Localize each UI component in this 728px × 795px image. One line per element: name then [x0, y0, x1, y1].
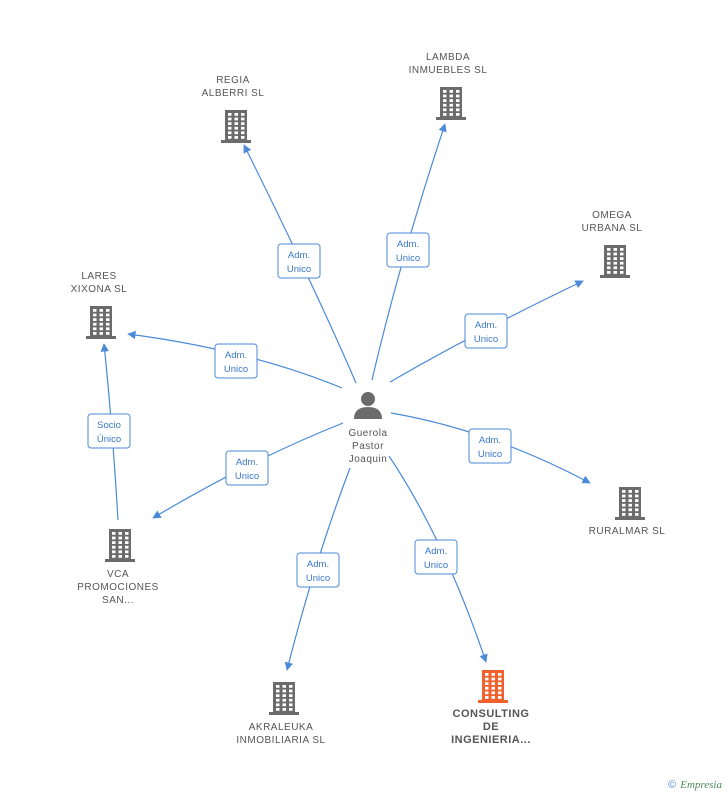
node-lares[interactable]: LARES XIXONA SL — [71, 271, 128, 339]
edge-label-box — [225, 450, 269, 486]
edge-label-box — [468, 428, 512, 464]
edge-label-text: Adm. — [397, 239, 419, 250]
building-icon — [436, 87, 466, 120]
node-regia[interactable]: REGIA ALBERRI SL — [202, 75, 265, 143]
node-label-line: Guerola — [348, 428, 387, 439]
node-vca[interactable]: VCA PROMOCIONES SAN... — [77, 529, 159, 606]
node-label-line: Pastor — [352, 441, 384, 452]
edge-label-text: Adm. — [225, 350, 247, 361]
edge-label-text: Unico — [306, 573, 330, 584]
node-lambda[interactable]: LAMBDA INMUEBLES SL — [409, 52, 488, 120]
edge-label-text: Unico — [224, 364, 248, 375]
building-icon — [221, 110, 251, 143]
node-label-line: PROMOCIONES — [77, 582, 159, 593]
node-label-line: SAN... — [102, 595, 134, 606]
edge-label-akraleuka[interactable]: Adm. Unico — [296, 552, 340, 588]
edge-label-box — [296, 552, 340, 588]
edge-label-text: Socio — [97, 420, 121, 431]
edge-label-text: Adm. — [236, 457, 258, 468]
edge-label-lares[interactable]: Adm. Unico — [214, 343, 258, 379]
node-label-line: INGENIERIA... — [451, 734, 531, 746]
edge-label-text: Unico — [474, 334, 498, 345]
person-icon — [354, 392, 382, 419]
edge-label-text: Unico — [235, 471, 259, 482]
node-ruralmar[interactable]: RURALMAR SL — [589, 487, 666, 537]
edge-label-box — [87, 413, 131, 449]
edges-layer: Adm.UnicoAdm.UnicoAdm.UnicoAdm.UnicoAdm.… — [87, 123, 591, 671]
edge-label-text: Adm. — [479, 435, 501, 446]
node-label-line: VCA — [107, 569, 129, 580]
building-icon — [600, 245, 630, 278]
building-icon — [86, 306, 116, 339]
node-label-line: Joaquin — [349, 454, 388, 465]
node-label-line: XIXONA SL — [71, 284, 128, 295]
edge-label-text: Adm. — [425, 546, 447, 557]
building-icon — [478, 670, 508, 703]
building-icon — [105, 529, 135, 562]
edge-label-text: Adm. — [307, 559, 329, 570]
node-label-line: AKRALEUKA — [249, 722, 314, 733]
building-icon — [615, 487, 645, 520]
node-akraleuka[interactable]: AKRALEUKA INMOBILIARIA SL — [236, 682, 325, 746]
edge-label-ruralmar[interactable]: Adm. Unico — [468, 428, 512, 464]
node-label-line: URBANA SL — [582, 223, 643, 234]
node-label-line: LARES — [81, 271, 116, 282]
edge-label-box — [414, 539, 458, 575]
edge-label-text: Adm. — [475, 320, 497, 331]
brand-name: Empresia — [680, 779, 722, 791]
edge-label-text: Único — [97, 434, 121, 445]
edge-label-vca[interactable]: Adm. Unico — [225, 450, 269, 486]
node-label-line: CONSULTING — [453, 708, 530, 720]
edge-label-text: Unico — [396, 253, 420, 264]
edge-label-box — [277, 243, 321, 279]
edge-label-text: Unico — [287, 264, 311, 275]
edge-label-regia[interactable]: Adm. Unico — [277, 243, 321, 279]
edge-label-lambda[interactable]: Adm. Unico — [386, 232, 430, 268]
node-label-line: REGIA — [216, 75, 250, 86]
edge-label-box — [214, 343, 258, 379]
node-label-line: RURALMAR SL — [589, 526, 666, 537]
node-omega[interactable]: OMEGA URBANA SL — [582, 210, 643, 278]
node-label-line: LAMBDA — [426, 52, 470, 63]
edge-label-text: Unico — [424, 560, 448, 571]
edge-label-box — [464, 313, 508, 349]
footer-brand[interactable]: ©Empresia — [668, 779, 722, 791]
node-label-line: OMEGA — [592, 210, 632, 221]
node-label-line: INMOBILIARIA SL — [236, 735, 325, 746]
node-label-line: ALBERRI SL — [202, 88, 265, 99]
building-icon — [269, 682, 299, 715]
edge-label-consulting[interactable]: Adm. Unico — [414, 539, 458, 575]
node-label-line: DE — [483, 721, 499, 733]
node-label-line: INMUEBLES SL — [409, 65, 488, 76]
edge-label-text: Adm. — [288, 250, 310, 261]
edge-label-omega[interactable]: Adm. Unico — [464, 313, 508, 349]
edge-label-text: Unico — [478, 449, 502, 460]
edge-label-box — [386, 232, 430, 268]
node-consulting[interactable]: CONSULTINGDEINGENIERIA... — [451, 670, 531, 746]
copyright-icon: © — [668, 779, 677, 791]
